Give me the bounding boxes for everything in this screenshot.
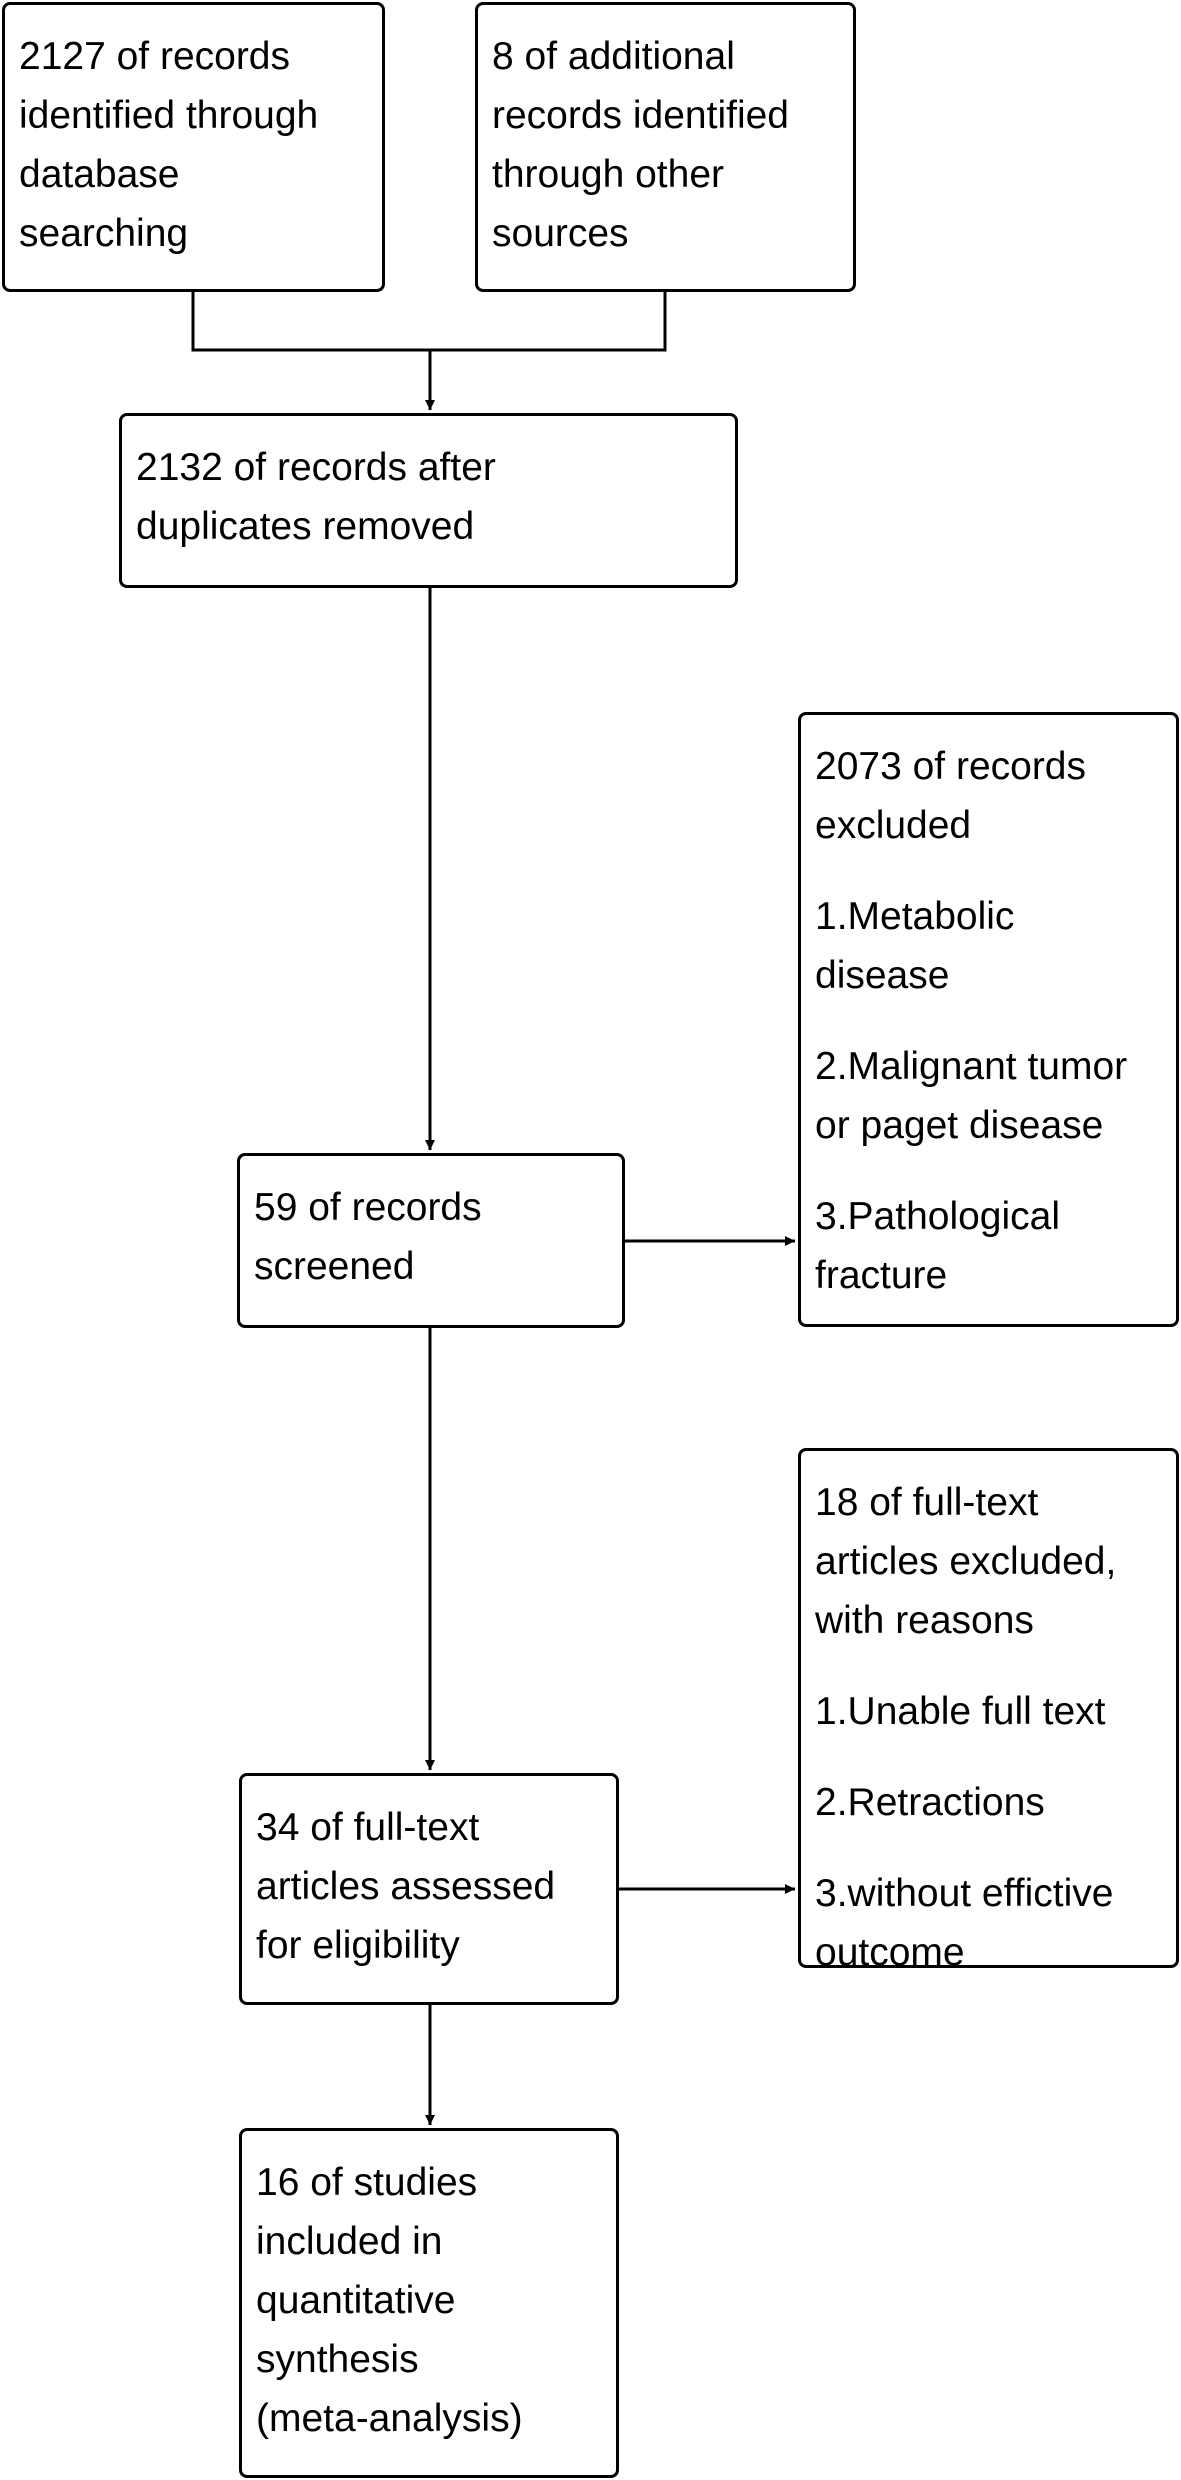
database-line-1: 2127 of records — [19, 35, 291, 78]
screened-line-2: screened — [254, 1245, 415, 1288]
excluded-records-line-2: excluded — [815, 804, 972, 847]
included-line-1: 16 of studies — [256, 2161, 478, 2204]
fulltext-reason-3-line-2: outcome — [815, 1931, 965, 1974]
fulltext-excluded-line-2: articles excluded, — [815, 1540, 1117, 1583]
included-line-3: quantitative — [256, 2279, 456, 2322]
screened-box: 59 of records screened — [237, 1153, 625, 1328]
fulltext-excluded-line-1: 18 of full-text — [815, 1481, 1039, 1524]
screened-line-1: 59 of records — [254, 1186, 482, 1229]
eligibility-line-1: 34 of full-text — [256, 1806, 480, 1849]
database-line-2: identified through — [19, 94, 319, 137]
database-line-3: database — [19, 153, 180, 196]
excluded-records-line-1: 2073 of records — [815, 745, 1087, 788]
fulltext-excluded-line-3: with reasons — [815, 1599, 1034, 1642]
merge-connector — [191, 292, 667, 352]
other-sources-line-4: sources — [492, 212, 629, 255]
after-duplicates-line-2: duplicates removed — [136, 505, 475, 548]
included-studies-box: 16 of studies included in quantitative s… — [239, 2128, 619, 2478]
excluded-reason-1-line-2: disease — [815, 954, 950, 997]
included-line-4: synthesis — [256, 2338, 419, 2381]
excluded-reason-1-line-1: 1.Metabolic — [815, 895, 1015, 938]
fulltext-reason-2: 2.Retractions — [815, 1781, 1045, 1824]
excluded-reason-2-line-1: 2.Malignant tumor — [815, 1045, 1128, 1088]
after-duplicates-line-1: 2132 of records after — [136, 446, 496, 489]
fulltext-reason-3-line-1: 3.without effictive — [815, 1872, 1114, 1915]
other-sources-line-1: 8 of additional — [492, 35, 735, 78]
other-sources-line-2: records identified — [492, 94, 789, 137]
included-line-2: included in — [256, 2220, 443, 2263]
eligibility-box: 34 of full-text articles assessed for el… — [239, 1773, 619, 2005]
database-line-4: searching — [19, 212, 189, 255]
after-duplicates-box: 2132 of records after duplicates removed — [119, 413, 738, 588]
excluded-reason-3-line-1: 3.Pathological — [815, 1195, 1061, 1238]
included-line-5: (meta-analysis) — [256, 2397, 523, 2440]
excluded-records-box: 2073 of records excluded 1.Metabolic dis… — [798, 712, 1179, 1327]
other-sources-box: 8 of additional records identified throu… — [475, 2, 856, 292]
fulltext-reason-1: 1.Unable full text — [815, 1690, 1106, 1733]
eligibility-line-2: articles assessed — [256, 1865, 556, 1908]
other-sources-line-3: through other — [492, 153, 725, 196]
database-records-box: 2127 of records identified through datab… — [2, 2, 385, 292]
excluded-reason-3-line-2: fracture — [815, 1254, 948, 1297]
excluded-reason-2-line-2: or paget disease — [815, 1104, 1104, 1147]
eligibility-line-3: for eligibility — [256, 1924, 460, 1967]
fulltext-excluded-box: 18 of full-text articles excluded, with … — [798, 1448, 1179, 1974]
